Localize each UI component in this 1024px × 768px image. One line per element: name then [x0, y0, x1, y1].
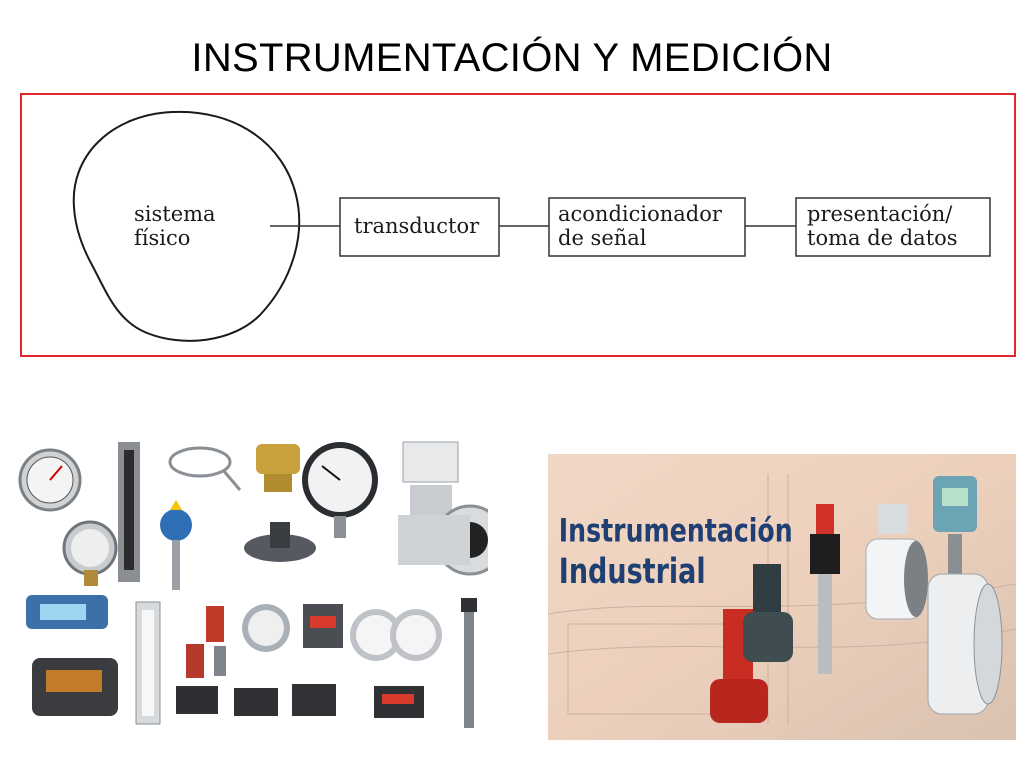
block-transductor — [339, 197, 500, 257]
pressure-gauge-icon — [18, 448, 82, 512]
block-acondicionador — [548, 197, 746, 257]
industrial-instrumentation-banner: Instrumentación Industrial — [548, 454, 1016, 740]
block-acondicionador-label-line2: de señal — [558, 226, 647, 250]
temperature-probe-icon — [168, 446, 242, 491]
red-level-switch-icon — [810, 504, 840, 674]
probe-icon — [461, 598, 477, 728]
diagram-frame: sistema físico transductor acondicionado… — [20, 93, 1016, 357]
block-transductor-label: transductor — [354, 214, 480, 238]
pressure-gauge-icon — [302, 442, 378, 538]
panel-meter-icon — [176, 604, 424, 718]
level-indicator-icon — [118, 442, 140, 582]
block-presentacion-label-line2: toma de datos — [807, 226, 958, 250]
pressure-gauge-icon — [62, 520, 118, 586]
transmitter-flowmeter-icon — [927, 476, 1003, 715]
block-diagram: sistema físico transductor acondicionado… — [72, 110, 991, 342]
magnetic-flowmeter-icon — [865, 504, 928, 620]
pressure-gauge-icon — [242, 604, 290, 652]
system-label-line1: sistema — [134, 202, 216, 226]
black-flow-sensor-icon — [743, 564, 793, 662]
banner-title-line2: Industrial — [559, 552, 706, 592]
physical-system-shape — [72, 110, 301, 342]
block-presentacion — [795, 197, 991, 257]
instruments-collage-image — [18, 430, 488, 740]
flowmeter-icon — [398, 441, 488, 576]
banner-title-line1: Instrumentación — [559, 511, 793, 549]
system-label-line2: físico — [134, 226, 190, 250]
diaphragm-seal-icon — [244, 522, 316, 562]
pressure-transmitter-icon — [186, 606, 226, 678]
level-switch-icon — [160, 500, 192, 590]
block-acondicionador-label-line1: acondicionador — [558, 202, 723, 226]
pressure-gauge-icon — [350, 609, 442, 661]
slide-title: INSTRUMENTACIÓN Y MEDICIÓN — [191, 36, 833, 80]
block-presentacion-label-line1: presentación/ — [807, 202, 953, 226]
brass-fitting-icon — [256, 444, 300, 492]
rotameter-icon — [135, 601, 161, 725]
digital-meter-icon — [26, 595, 118, 716]
